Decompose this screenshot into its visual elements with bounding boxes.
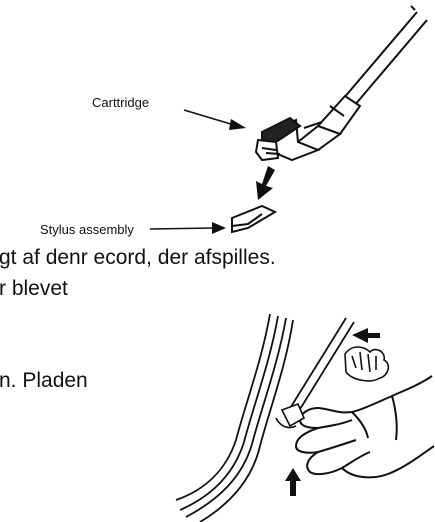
stylus-tip: [276, 404, 304, 428]
arrow-up-icon: [285, 468, 301, 496]
brush-head: [345, 347, 388, 381]
hand: [296, 376, 434, 477]
arrow-left-icon: [352, 328, 380, 343]
brush-handle: [289, 318, 354, 414]
record-grooves: [176, 314, 293, 522]
